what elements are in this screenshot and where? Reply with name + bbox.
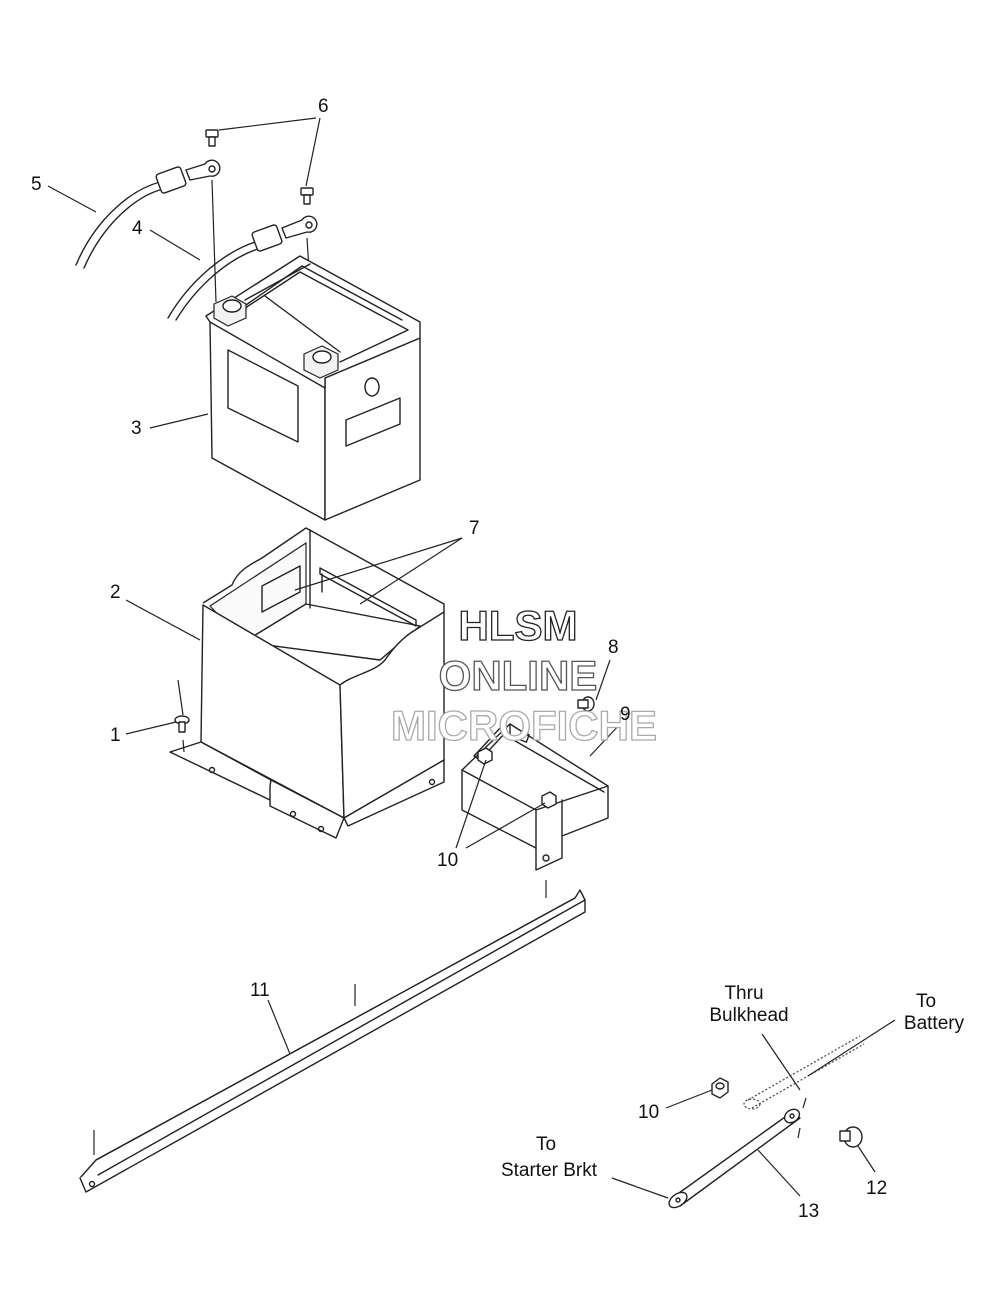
callout-10-bracket: 10 [437, 850, 458, 871]
angle-bracket [79, 889, 586, 1193]
callouts: 1 2 3 4 5 6 7 8 9 10 11 10 12 13 [31, 96, 887, 1222]
note-battery-line1: To [916, 991, 936, 1012]
callout-7: 7 [469, 518, 480, 539]
screw [577, 696, 595, 712]
callout-5: 5 [31, 174, 42, 195]
note-starter-line2: Starter Brkt [501, 1160, 598, 1181]
watermark-line1: HLSM [459, 602, 578, 649]
leader-lines [47, 117, 896, 1199]
notes: Thru Bulkhead To Battery To Starter Brkt [501, 983, 965, 1181]
callout-9: 9 [620, 704, 631, 725]
callout-4: 4 [132, 218, 143, 239]
battery [205, 255, 421, 521]
ground-strap [668, 1035, 865, 1209]
callout-10-strap: 10 [638, 1102, 659, 1123]
callout-1: 1 [110, 725, 121, 746]
battery-cable-positive [167, 215, 318, 321]
callout-6: 6 [318, 96, 329, 117]
callout-12: 12 [866, 1178, 887, 1199]
callout-13: 13 [798, 1201, 819, 1222]
carriage-bolt [839, 1126, 863, 1148]
watermark-line3: MICROFICHE [391, 702, 657, 749]
note-thru-line2: Bulkhead [709, 1005, 788, 1026]
watermark: HLSM ONLINE MICROFICHE [390, 601, 657, 749]
terminal-bolt [205, 129, 315, 351]
callout-11: 11 [250, 980, 270, 1001]
hex-nut [711, 1077, 729, 1099]
note-thru-line1: Thru [724, 983, 763, 1004]
callout-3: 3 [131, 418, 142, 439]
watermark-line2: ONLINE [439, 652, 598, 699]
callout-8: 8 [608, 637, 619, 658]
battery-box [169, 527, 445, 839]
note-battery-line2: Battery [904, 1013, 965, 1034]
nut [477, 747, 557, 898]
callout-2: 2 [110, 582, 121, 603]
battery-cable-negative [75, 159, 221, 269]
note-starter-line1: To [536, 1134, 556, 1155]
push-rivet [174, 679, 190, 753]
